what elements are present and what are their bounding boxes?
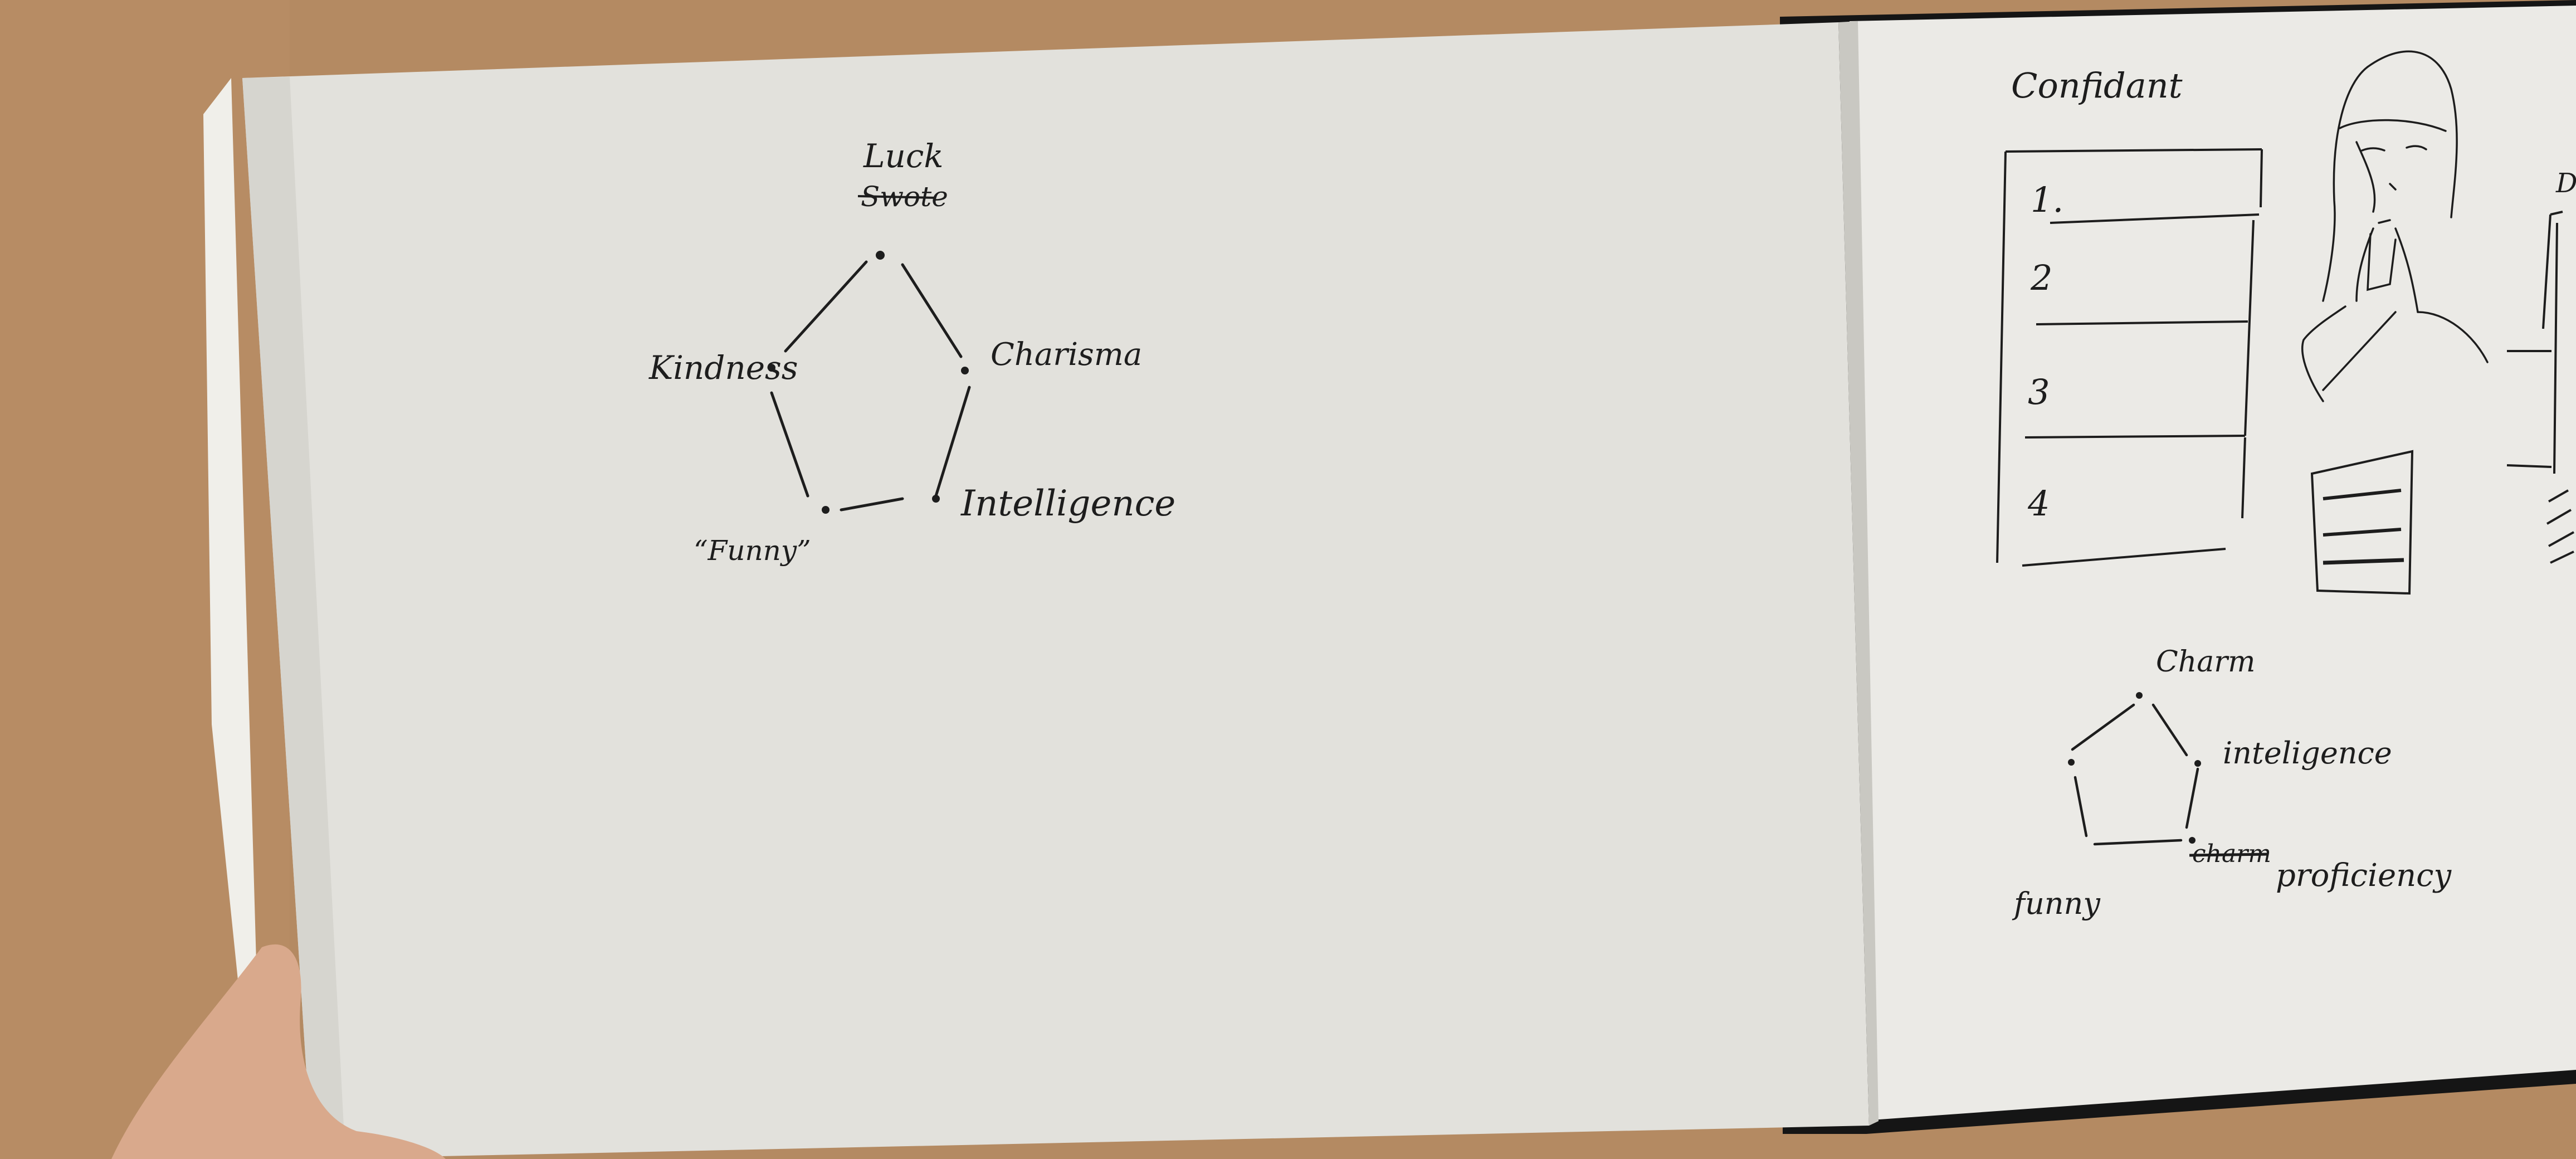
label-kindness: Kindness <box>648 349 798 387</box>
list-number-3: 3 <box>2028 372 2050 412</box>
page-stack-edge <box>203 78 262 1159</box>
margin-letter-d: D <box>2555 168 2576 199</box>
hand-icon <box>111 944 446 1159</box>
list-number-4: 4 <box>2027 483 2050 524</box>
gutter-shadow <box>1838 21 1879 1126</box>
left-page <box>242 22 1869 1159</box>
list-number-2: 2 <box>2030 257 2052 298</box>
right-stat-pentagon <box>2071 703 2199 846</box>
right-pentagon-vertices <box>2068 692 2201 844</box>
label-inteligence: inteligence <box>2223 736 2392 771</box>
label-funny-right: funny <box>2012 886 2101 921</box>
left-pentagon-vertices <box>768 251 969 514</box>
right-page <box>1850 6 2576 1120</box>
label-charisma: Charisma <box>991 337 1142 373</box>
left-stat-pentagon <box>770 260 971 512</box>
label-funny: “Funny” <box>694 534 811 567</box>
confidant-heading: Confidant <box>2011 65 2183 106</box>
strikethrough-charm <box>2189 853 2268 857</box>
label-charm: Charm <box>2156 645 2255 679</box>
character-sketch-icon <box>2301 50 2489 402</box>
margin-partial-sketch <box>2506 211 2574 564</box>
left-page-shade <box>242 77 345 1159</box>
label-proficiency: proficiency <box>2276 858 2452 894</box>
label-luck: Luck <box>863 137 944 175</box>
document-icon <box>2310 450 2414 595</box>
list-number-1: 1. <box>2031 179 2063 220</box>
confidant-list-box <box>1996 148 2263 567</box>
strikethrough-swote <box>857 195 936 199</box>
label-intelligence: Intelligence <box>960 483 1175 524</box>
